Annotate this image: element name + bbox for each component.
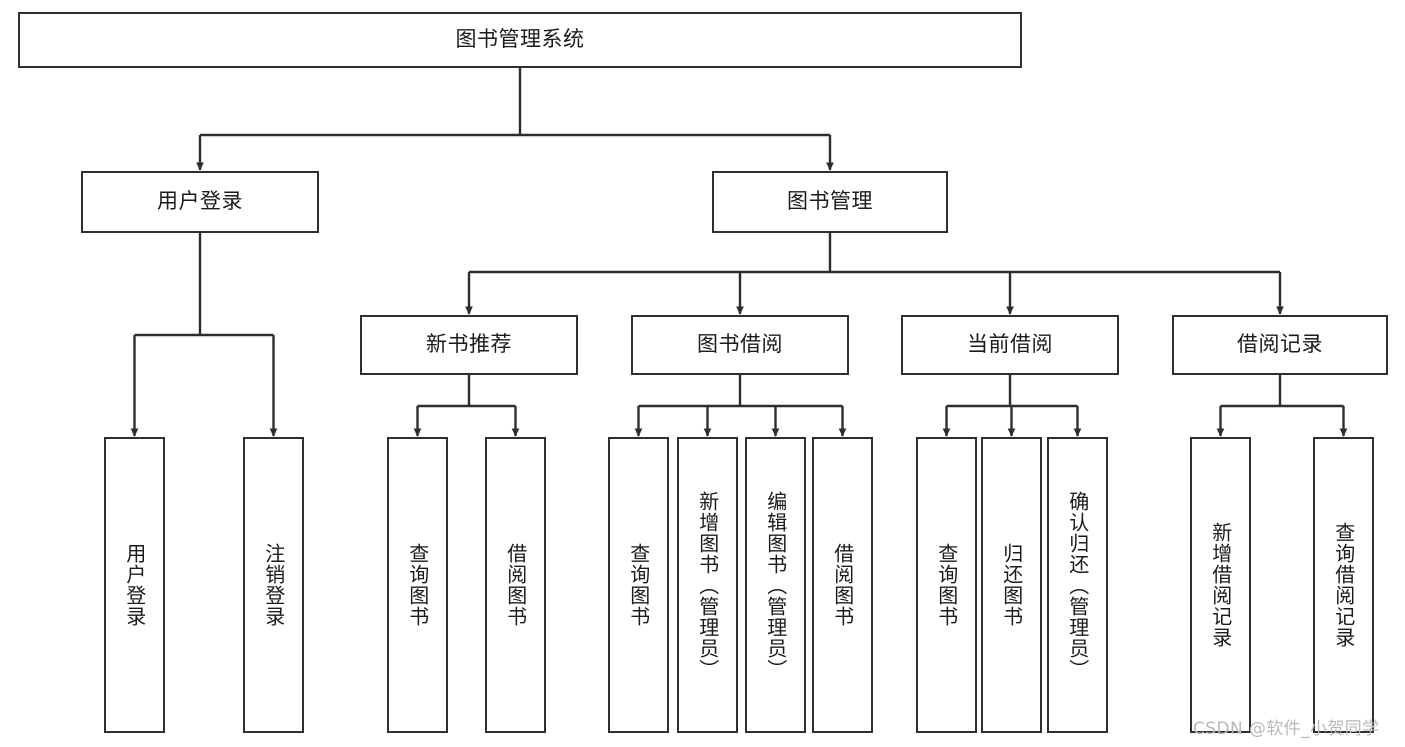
node-label: 图书管理: [787, 189, 873, 214]
node-root[interactable]: 图书管理系统: [18, 12, 1022, 68]
node-current[interactable]: 当前借阅: [901, 315, 1119, 375]
node-leaf-cu-query[interactable]: 查询图书: [916, 437, 977, 733]
node-label: 用户登录: [122, 543, 147, 627]
watermark-text: CSDN @软件_小贺同学: [1193, 719, 1380, 739]
node-label: 图书借阅: [697, 332, 783, 357]
node-label: 注销登录: [261, 543, 286, 627]
node-label: 当前借阅: [967, 332, 1053, 357]
node-leaf-re-query[interactable]: 查询借阅记录: [1313, 437, 1374, 733]
node-label: 新增图书（管理员）: [695, 490, 720, 680]
node-leaf-bo-add[interactable]: 新增图书（管理员）: [677, 437, 738, 733]
node-newbook[interactable]: 新书推荐: [360, 315, 578, 375]
node-leaf-user-logout[interactable]: 注销登录: [243, 437, 304, 733]
node-bookmgmt[interactable]: 图书管理: [712, 171, 948, 233]
node-label: 借阅记录: [1237, 332, 1323, 357]
node-label: 归还图书: [999, 543, 1024, 627]
node-label: 查询图书: [626, 543, 651, 627]
node-leaf-cu-confirm[interactable]: 确认归还（管理员）: [1047, 437, 1108, 733]
edge-group: [130, 68, 1348, 437]
node-leaf-re-add[interactable]: 新增借阅记录: [1190, 437, 1251, 733]
node-leaf-bo-edit[interactable]: 编辑图书（管理员）: [745, 437, 806, 733]
node-label: 确认归还（管理员）: [1065, 490, 1090, 680]
node-leaf-user-login[interactable]: 用户登录: [104, 437, 165, 733]
node-label: 借阅图书: [830, 543, 855, 627]
node-leaf-nb-query[interactable]: 查询图书: [387, 437, 448, 733]
node-label: 查询借阅记录: [1331, 522, 1356, 648]
node-label: 新书推荐: [426, 332, 512, 357]
node-label: 图书管理系统: [455, 27, 585, 52]
node-leaf-nb-borrow[interactable]: 借阅图书: [485, 437, 546, 733]
node-label: 查询图书: [405, 543, 430, 627]
node-leaf-cu-return[interactable]: 归还图书: [981, 437, 1042, 733]
node-login[interactable]: 用户登录: [81, 171, 319, 233]
node-label: 用户登录: [157, 189, 243, 214]
node-label: 查询图书: [934, 543, 959, 627]
node-leaf-bo-lend[interactable]: 借阅图书: [812, 437, 873, 733]
node-label: 编辑图书（管理员）: [763, 490, 788, 680]
node-leaf-bo-query[interactable]: 查询图书: [608, 437, 669, 733]
node-label: 新增借阅记录: [1208, 522, 1233, 648]
node-borrow[interactable]: 图书借阅: [631, 315, 849, 375]
node-records[interactable]: 借阅记录: [1172, 315, 1388, 375]
node-label: 借阅图书: [503, 543, 528, 627]
